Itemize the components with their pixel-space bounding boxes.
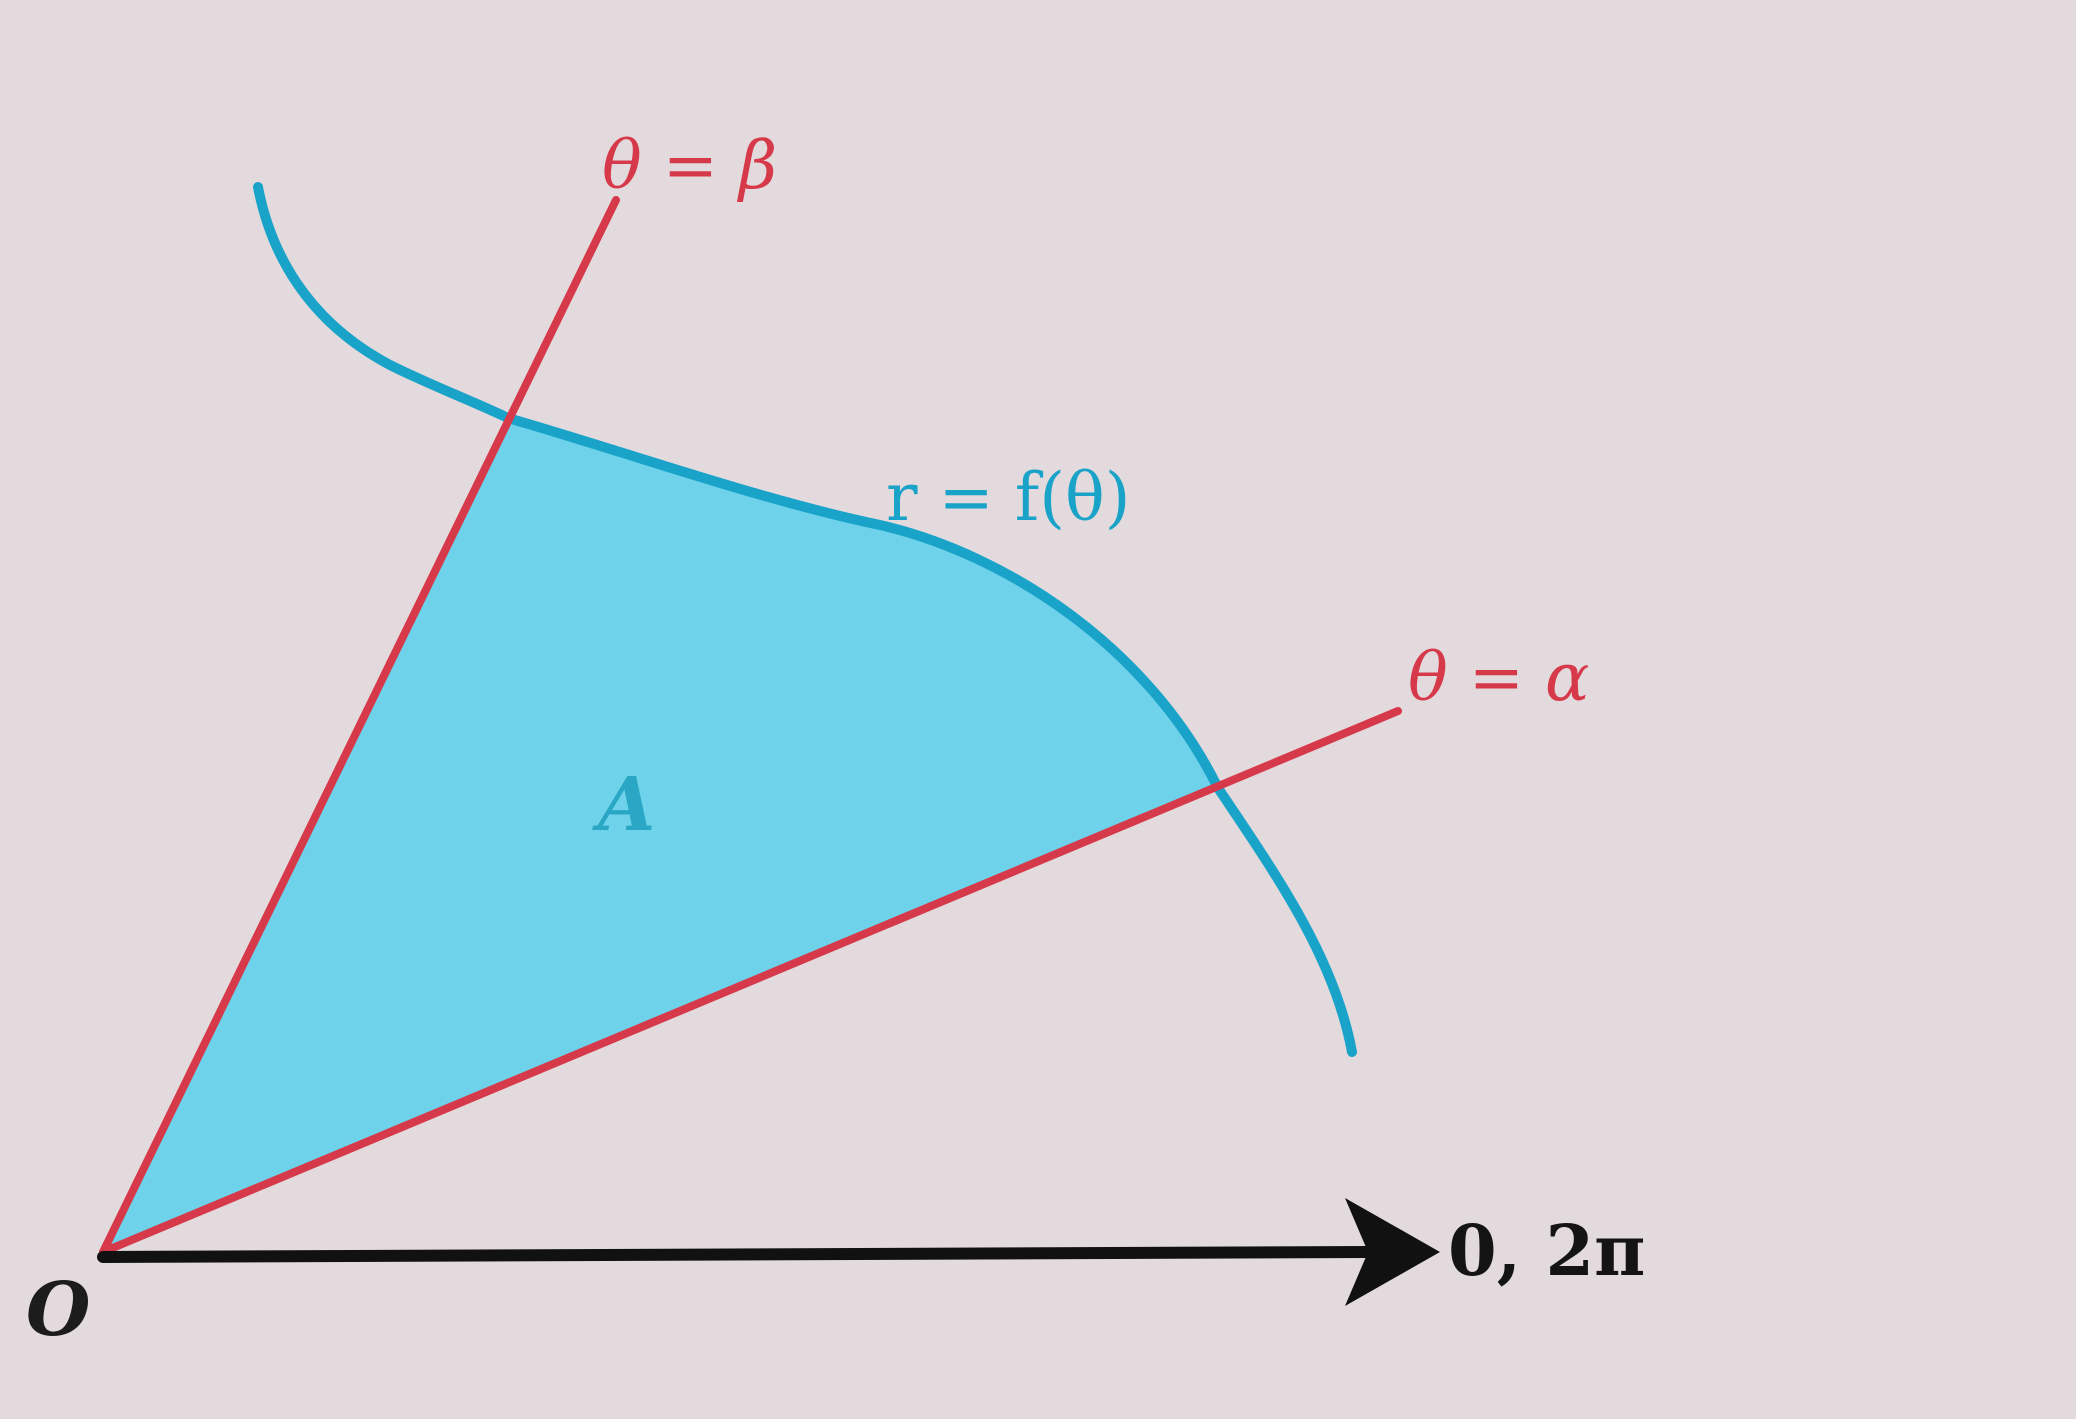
polar-axis [97, 1246, 1376, 1263]
ray-theta-beta [99, 196, 620, 1256]
label-curve: r = f(θ) [886, 459, 1130, 536]
ray-theta-alpha [99, 707, 1402, 1256]
label-theta-alpha: θ = α [1408, 639, 1590, 716]
polar-axis-arrowhead [1345, 1198, 1440, 1306]
polar-curve [253, 182, 1357, 1057]
label-theta-beta: θ = β [602, 127, 777, 204]
label-origin: O [26, 1267, 90, 1353]
shaded-region [103, 418, 1218, 1252]
label-area: A [592, 762, 655, 848]
label-polar-axis: 0, 2π [1448, 1209, 1645, 1292]
